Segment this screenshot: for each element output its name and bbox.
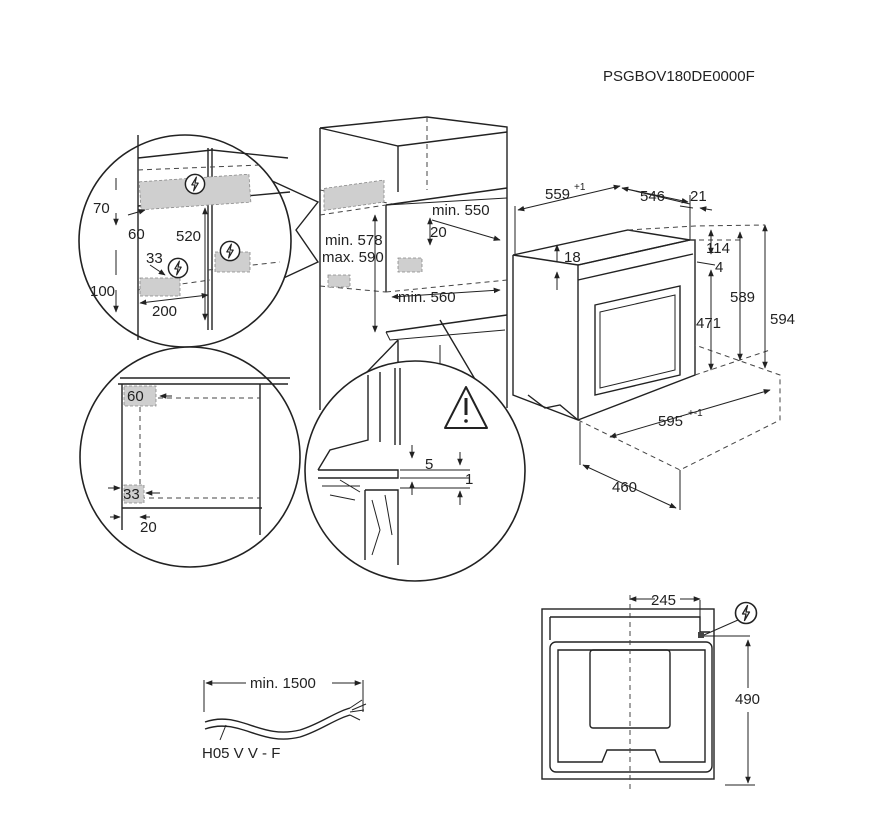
power-connection-icon [219,240,241,262]
oven-depth-559: 559 [545,186,570,203]
oven-4: 4 [715,259,723,276]
rear-490: 490 [735,691,760,708]
detail-60b: 60 [127,388,144,405]
detail-bottom-left [79,346,301,568]
detail-bottom-middle [304,319,526,582]
oven-3d-drawing [512,184,781,510]
detail-200: 200 [152,303,177,320]
oven-594: 594 [770,311,795,328]
oven-460: 460 [612,479,637,496]
oven-471: 471 [696,315,721,332]
detail-520: 520 [176,228,201,245]
model-code: PSGBOV180DE0000F [603,68,755,85]
cable-length: min. 1500 [250,675,316,692]
cable-type: H05 V V - F [202,745,280,762]
detail-100: 100 [90,283,115,300]
oven-18: 18 [564,249,581,266]
detail-70: 70 [93,200,110,217]
rear-view-drawing [541,595,758,790]
cabinet-min-550: min. 550 [432,202,490,219]
oven-21: 21 [690,188,707,205]
oven-546: 546 [640,188,665,205]
power-connection-icon [167,257,189,279]
power-connection-icon [184,173,206,195]
detail-33: 33 [146,250,163,267]
cable-drawing [203,680,367,741]
oven-depth-tolerance: +1 [574,182,586,193]
oven-589: 589 [730,289,755,306]
detail-5: 5 [425,456,433,473]
rear-245: 245 [651,592,676,609]
detail-60: 60 [128,226,145,243]
oven-114: 114 [706,240,730,257]
detail-top-left [78,134,320,348]
cabinet-max-590: max. 590 [322,249,384,266]
cabinet-min-560: min. 560 [398,289,456,306]
oven-width-tolerance: +-1 [688,408,703,419]
detail-33b: 33 [123,486,140,503]
cabinet-drawing [319,116,508,440]
power-connection-icon [734,601,758,625]
detail-20b: 20 [140,519,157,536]
cabinet-20: 20 [430,224,447,241]
cabinet-min-578: min. 578 [325,232,383,249]
oven-width-595: 595 [658,413,683,430]
detail-1: 1 [465,471,473,488]
